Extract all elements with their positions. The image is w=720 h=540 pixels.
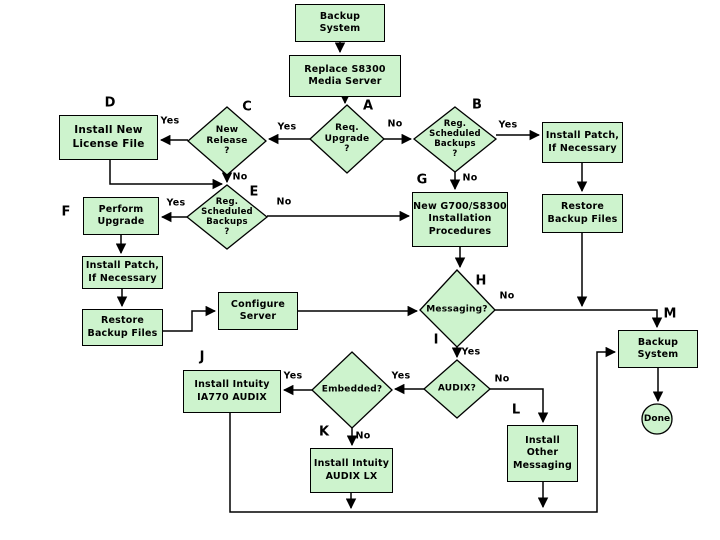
branch-embedded-no: No xyxy=(355,430,371,442)
decision-messaging-shape xyxy=(419,269,496,348)
done-terminal-label: Done xyxy=(643,414,671,424)
decision-reg-scheduled-backups-b-shape xyxy=(412,106,498,173)
decision-reg-scheduled-backups-e-shape xyxy=(185,184,269,250)
step-letter-l: L xyxy=(511,402,521,418)
branch-e-no: No xyxy=(276,196,292,208)
decision-req-upgrade-shape xyxy=(309,104,385,174)
node-new-g700-install: New G700/S8300 Installation Procedures xyxy=(412,192,508,247)
edge-d-to-e-junction xyxy=(109,160,224,190)
node-install-intuity-audix-lx: Install Intuity AUDIX LX xyxy=(310,448,393,493)
step-letter-j: J xyxy=(199,349,205,365)
branch-a-yes: Yes xyxy=(277,121,297,133)
step-letter-a: A xyxy=(362,98,374,114)
step-letter-k: K xyxy=(318,424,330,440)
node-restore-backup-right: Restore Backup Files xyxy=(542,194,623,233)
step-letter-b: B xyxy=(472,97,482,113)
step-letter-f: F xyxy=(61,204,71,220)
step-letter-c: C xyxy=(242,99,252,115)
step-letter-g: G xyxy=(416,172,428,188)
step-letter-h: H xyxy=(475,273,487,289)
node-perform-upgrade: Perform Upgrade xyxy=(83,197,159,235)
edge-restore-left-to-configure xyxy=(163,305,217,332)
branch-e-yes: Yes xyxy=(166,197,186,209)
node-backup-system-m: Backup System xyxy=(618,330,698,368)
branch-messaging-no: No xyxy=(499,290,515,302)
edge-messaging-no-to-m xyxy=(495,309,663,329)
node-backup-system-top: Backup System xyxy=(295,4,385,42)
branch-b-yes: Yes xyxy=(498,119,518,131)
node-install-patch-right: Install Patch, If Necessary xyxy=(542,122,623,163)
branch-c-no: No xyxy=(232,171,248,183)
branch-b-no: No xyxy=(462,172,478,184)
node-install-new-license: Install New License File xyxy=(59,115,158,160)
decision-audix-shape xyxy=(423,359,491,419)
edge-j-collector-to-m xyxy=(229,346,617,513)
decision-new-release-shape xyxy=(187,106,267,176)
branch-messaging-yes: Yes xyxy=(461,346,481,358)
done-terminal-shape xyxy=(641,403,673,435)
branch-audix-no: No xyxy=(494,373,510,385)
node-configure-server: Configure Server xyxy=(218,292,298,330)
step-letter-e: E xyxy=(249,184,259,200)
node-restore-backup-left: Restore Backup Files xyxy=(82,309,163,346)
branch-embedded-yes: Yes xyxy=(283,370,303,382)
branch-c-yes: Yes xyxy=(160,115,180,127)
edge-audix-no-to-l xyxy=(490,388,549,424)
step-letter-i: I xyxy=(433,332,439,348)
node-install-patch-left: Install Patch, If Necessary xyxy=(82,256,163,289)
node-replace-s8300: Replace S8300 Media Server xyxy=(289,55,401,97)
branch-a-no: No xyxy=(387,118,403,130)
step-letter-d: D xyxy=(104,95,116,111)
node-install-other-messaging: Install Other Messaging xyxy=(507,425,578,482)
node-install-intuity-ia770: Install Intuity IA770 AUDIX xyxy=(183,370,281,413)
step-letter-m: M xyxy=(663,306,677,322)
decision-embedded-shape xyxy=(311,351,393,429)
branch-audix-yes: Yes xyxy=(391,370,411,382)
